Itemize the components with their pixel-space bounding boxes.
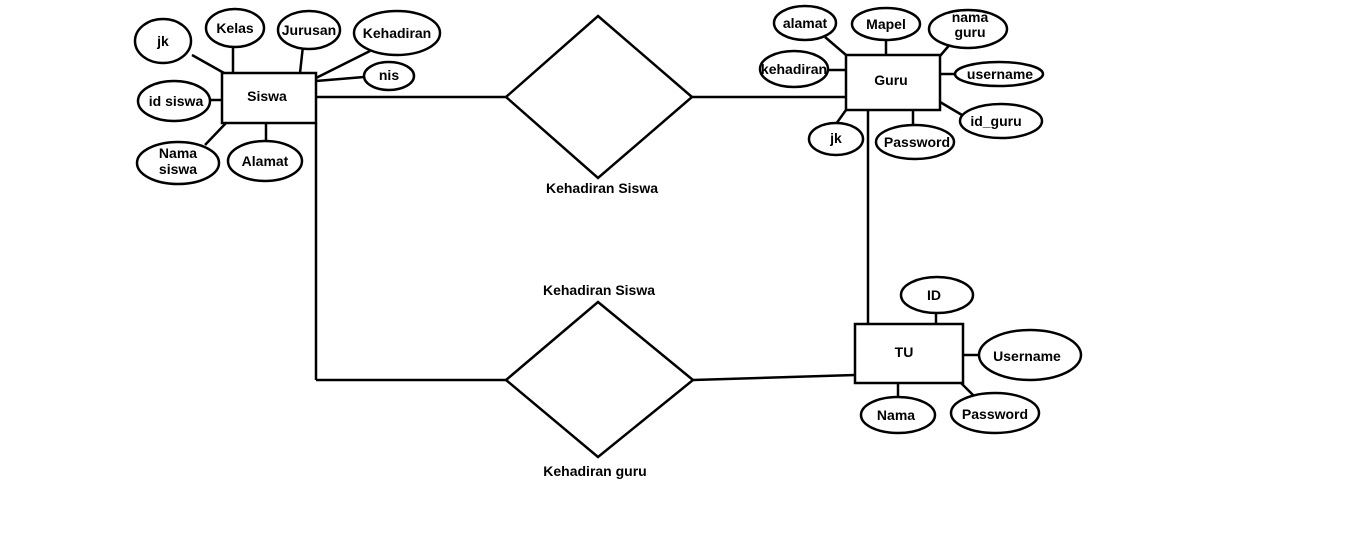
attribute-siswa-nis: nis xyxy=(362,60,416,92)
attribute-guru-password: Password xyxy=(874,123,956,161)
svg-text:jk: jk xyxy=(829,130,842,146)
svg-text:Nama: Nama xyxy=(877,407,915,423)
svg-text:ID: ID xyxy=(927,287,941,303)
relationship-top-label: Kehadiran Siswa xyxy=(546,180,658,196)
entity-siswa-label: Siswa xyxy=(247,88,287,104)
connector-siswa-nama xyxy=(204,122,227,146)
attribute-guru-username: username xyxy=(953,60,1045,88)
connector-guru-alamat xyxy=(824,36,847,56)
svg-text:alamat: alamat xyxy=(783,15,828,31)
connector-guru-id xyxy=(939,100,963,117)
attribute-tu-nama: Nama xyxy=(859,395,937,435)
attribute-tu-id: ID xyxy=(899,275,975,315)
svg-text:Mapel: Mapel xyxy=(866,16,906,32)
svg-text:Password: Password xyxy=(884,134,950,150)
attribute-siswa-jk: jk xyxy=(133,17,193,65)
svg-text:Kelas: Kelas xyxy=(216,20,254,36)
entity-guru: Guru xyxy=(844,53,942,112)
attribute-siswa-kehadiran: Kehadiran xyxy=(352,9,442,57)
connector-guru-jk xyxy=(834,109,848,125)
relationship-bottom-diamond xyxy=(504,300,695,459)
attribute-guru-kehadiran: kehadiran xyxy=(758,49,830,89)
svg-text:Kehadiran: Kehadiran xyxy=(363,25,431,41)
attribute-tu-password: Password xyxy=(949,391,1041,435)
attribute-tu-username: Username xyxy=(977,328,1083,382)
attribute-siswa-kelas: Kelas xyxy=(204,7,266,49)
entity-tu-label: TU xyxy=(895,344,914,360)
svg-text:id siswa: id siswa xyxy=(149,93,204,109)
connector-siswa-nis xyxy=(315,75,365,83)
entity-tu-box xyxy=(853,322,965,385)
relationship-bottom-label-above: Kehadiran Siswa xyxy=(543,282,655,298)
relationship-bottom-label-below: Kehadiran guru xyxy=(543,463,646,479)
attribute-guru-mapel: Mapel xyxy=(850,6,922,42)
svg-text:id_guru: id_guru xyxy=(970,113,1021,129)
attribute-siswa-id: id siswa xyxy=(136,79,212,123)
svg-text:Password: Password xyxy=(962,406,1028,422)
attribute-guru-id: id_guru xyxy=(958,102,1044,140)
attribute-guru-jk: jk xyxy=(807,121,865,157)
entity-siswa-box xyxy=(220,71,318,125)
attribute-guru-alamat: alamat xyxy=(772,4,838,42)
connector-siswa-jk xyxy=(191,53,225,75)
svg-text:Username: Username xyxy=(993,348,1061,364)
connector-siswa-jurusan xyxy=(298,45,305,74)
entity-tu: TU xyxy=(853,322,965,385)
entity-siswa: Siswa xyxy=(220,71,318,125)
relationship-top: Kehadiran Siswa xyxy=(504,14,694,196)
svg-text:nis: nis xyxy=(379,67,399,83)
relationship-bottom: Kehadiran Siswa Kehadiran guru xyxy=(504,282,695,479)
svg-text:Alamat: Alamat xyxy=(242,153,289,169)
svg-text:username: username xyxy=(967,66,1033,82)
svg-text:kehadiran: kehadiran xyxy=(761,61,827,77)
connector-rel-bottom-tu xyxy=(692,373,856,382)
svg-text:Jurusan: Jurusan xyxy=(282,22,336,38)
entity-guru-box xyxy=(844,53,942,112)
entity-guru-label: Guru xyxy=(874,72,907,88)
attribute-siswa-alamat: Alamat xyxy=(226,139,304,183)
relationship-top-diamond xyxy=(504,14,694,180)
connector-siswa-kehadiran xyxy=(315,49,371,80)
svg-text:jk: jk xyxy=(156,33,169,49)
attribute-siswa-jurusan: Jurusan xyxy=(276,9,342,51)
